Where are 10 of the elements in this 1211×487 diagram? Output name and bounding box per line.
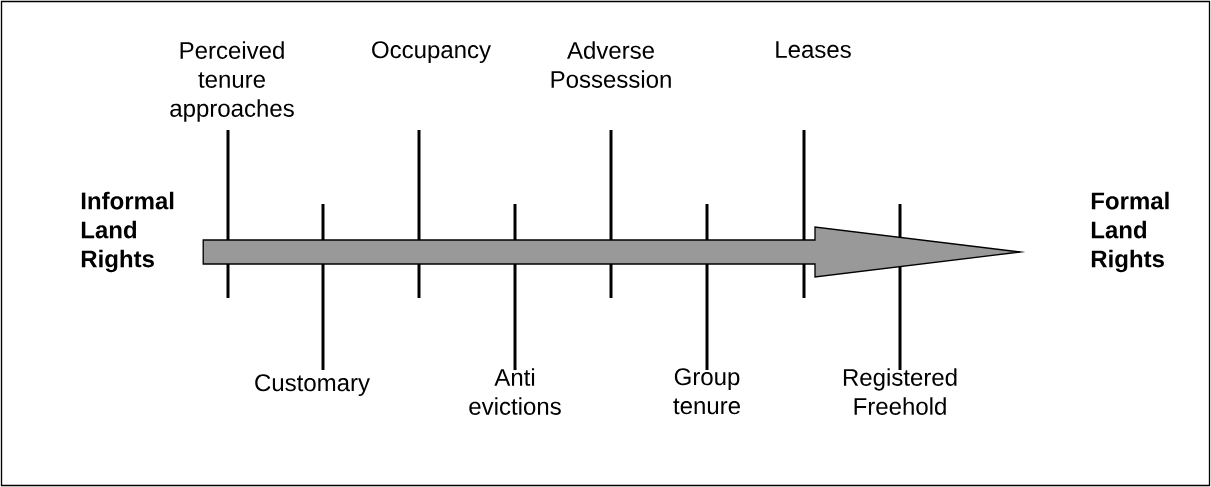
tick-label: Anti evictions bbox=[469, 368, 561, 415]
tick-label: Customary bbox=[255, 374, 370, 396]
side-label: Formal Land Rights bbox=[1091, 191, 1169, 273]
tick-label: Registered Freehold bbox=[843, 368, 957, 415]
tick-label: Adverse Possession bbox=[551, 41, 671, 88]
tick-label: Leases bbox=[776, 41, 851, 58]
tick-label: Group tenure bbox=[673, 368, 740, 415]
tick-label: Perceived tenure approaches bbox=[170, 41, 294, 122]
tick-label: Occupancy bbox=[372, 41, 491, 63]
side-label: Informal Land Rights bbox=[81, 191, 174, 273]
